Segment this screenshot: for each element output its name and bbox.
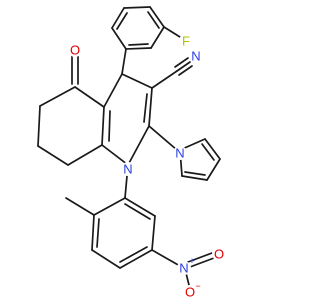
bond-c8-c8a xyxy=(67,144,103,166)
bond-c3-c2 xyxy=(148,87,153,127)
bond-c2-n1 xyxy=(127,125,150,166)
bond-br6-inner xyxy=(124,203,151,220)
nitrile-group xyxy=(151,57,193,89)
bond-br2-inner xyxy=(96,218,100,248)
bond-c8a-c4a-inner xyxy=(108,110,111,142)
bond-c3-c2-inner xyxy=(143,93,148,123)
molecule-diagram: F O N N N N + O − O xyxy=(37,6,226,300)
bond-c8a-c4a xyxy=(101,106,105,146)
atom-ketone-oxygen: O xyxy=(70,43,80,58)
bond-c4-c3 xyxy=(121,73,153,89)
bond-br2 xyxy=(91,214,95,251)
atom-nitro-oxygen-anion: O xyxy=(185,285,195,300)
bond-c4a-c4 xyxy=(103,73,123,108)
atom-labels: F O N N N N + O − O xyxy=(68,34,226,300)
bond-n-o2-a xyxy=(189,257,215,268)
bond-ca-cb-inner xyxy=(201,143,215,161)
bond-c4-aryl xyxy=(121,48,127,75)
nitro-oxygen-charge: − xyxy=(195,281,200,291)
bond-cn-triple-c xyxy=(178,65,193,76)
nitro-nitrogen-charge: + xyxy=(189,256,194,266)
bond-cc-cd xyxy=(181,175,208,181)
bond-c7-c8 xyxy=(37,145,69,166)
structure-canvas: F O N N N N + O − O xyxy=(37,6,226,300)
atom-fluorine: F xyxy=(182,34,190,49)
bond-n1-c8a xyxy=(101,144,129,166)
bond-c2-npyr xyxy=(148,125,178,151)
bond-br4-inner xyxy=(119,246,148,263)
bond-cc-cd-inner xyxy=(184,171,206,176)
bond-ar1 xyxy=(111,27,127,50)
bond-ar2-inner xyxy=(116,12,128,30)
bond-c6-c7 xyxy=(37,105,41,147)
methylnitrophenyl-ring xyxy=(65,164,181,269)
atom-nitrile-nitrogen: N xyxy=(191,49,200,64)
atom-nitro-nitrogen: N xyxy=(179,261,188,276)
bond-ar6 xyxy=(125,47,152,50)
bond-ar4-inner xyxy=(147,11,160,29)
atom-pyrrole-nitrogen: N xyxy=(175,146,184,161)
bond-n-o2-b xyxy=(187,252,213,263)
bond-br1 xyxy=(93,197,126,216)
bond-ar6-inner xyxy=(128,43,149,46)
bond-ar4 xyxy=(149,6,165,28)
bond-ar2 xyxy=(111,7,125,29)
dihydropyridine-ring xyxy=(101,73,153,166)
atom-nitro-oxygen-double: O xyxy=(214,247,224,262)
atom-ring-nitrogen: N xyxy=(123,162,132,177)
bond-br4 xyxy=(119,249,153,269)
bond-cb-cc xyxy=(206,158,221,181)
bond-ar5 xyxy=(150,26,165,49)
bond-br3 xyxy=(91,249,121,269)
bond-br5 xyxy=(151,215,156,251)
bond-ar3 xyxy=(123,6,151,9)
bond-methyl xyxy=(65,197,95,216)
bond-c-nitro xyxy=(151,249,181,267)
bond-c3-cn xyxy=(151,70,178,89)
bond-c4a-c5 xyxy=(74,86,105,108)
cyclohexanone-ring xyxy=(37,55,105,166)
bond-ca-cb xyxy=(204,138,221,160)
fluorophenyl-ring xyxy=(111,6,181,75)
bond-cn-triple-a xyxy=(176,61,191,72)
bond-c-f xyxy=(163,26,181,38)
bond-c5-c6 xyxy=(39,86,76,107)
bond-br6 xyxy=(124,197,156,217)
bond-cn-triple-b xyxy=(174,57,189,68)
